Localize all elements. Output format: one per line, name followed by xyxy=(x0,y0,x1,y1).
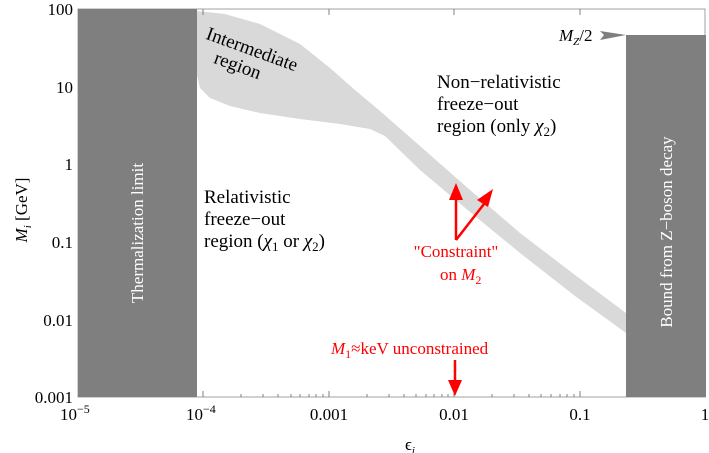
mz-arrow-icon xyxy=(600,31,626,40)
svg-text:freeze−out: freeze−out xyxy=(204,209,286,230)
y-axis-label: Mi [GeV] xyxy=(12,178,34,244)
y-tick-0.1: 0.1 xyxy=(52,233,73,252)
y-tick-10: 10 xyxy=(56,78,73,97)
non-relativistic-region-label: Non−relativistic freeze−out region (only… xyxy=(437,72,561,139)
constraint-label: "Constraint" on M2 xyxy=(414,242,499,287)
x-axis-label: ϵi xyxy=(405,435,415,453)
y-tick-0.001: 0.001 xyxy=(35,388,73,407)
svg-text:freeze−out: freeze−out xyxy=(437,94,519,115)
y-tick-0.01: 0.01 xyxy=(43,311,73,330)
x-axis-tick-labels: 10−5 10−4 0.001 0.01 0.1 1 xyxy=(60,402,709,424)
svg-text:Non−relativistic: Non−relativistic xyxy=(437,72,561,93)
thermalization-limit-label: Thermalization limit xyxy=(128,163,147,303)
x-tick-1: 1 xyxy=(701,405,709,424)
m1-unconstrained-label: M1≈keV unconstrained xyxy=(330,339,489,361)
constraint-arrows-icon xyxy=(449,183,493,241)
z-boson-bound-label: Bound from Z−boson decay xyxy=(657,136,676,328)
x-tick-0.001: 0.001 xyxy=(310,405,348,424)
svg-text:Relativistic: Relativistic xyxy=(204,187,291,208)
svg-text:on M2: on M2 xyxy=(440,265,481,287)
allowed-band xyxy=(197,11,626,333)
x-tick-0.01: 0.01 xyxy=(439,405,469,424)
mz-half-label: MZ/2 xyxy=(558,26,593,48)
svg-text:"Constraint": "Constraint" xyxy=(414,242,499,261)
svg-text:region (only χ2): region (only χ2) xyxy=(437,116,556,139)
z-boson-bound-region xyxy=(626,35,706,397)
y-tick-100: 100 xyxy=(48,0,74,19)
thermalization-limit-region xyxy=(78,9,197,397)
x-tick-1e-5: 10−5 xyxy=(60,402,90,424)
m1-arrow-icon xyxy=(448,360,462,396)
y-tick-1: 1 xyxy=(65,155,74,174)
x-tick-0.1: 0.1 xyxy=(569,405,590,424)
x-tick-1e-4: 10−4 xyxy=(186,402,216,424)
y-axis-tick-labels: 100 10 1 0.1 0.01 0.001 xyxy=(35,0,73,407)
relativistic-region-label: Relativistic freeze−out region (χ1 or χ2… xyxy=(204,187,325,254)
svg-text:region (χ1 or χ2): region (χ1 or χ2) xyxy=(204,231,325,254)
